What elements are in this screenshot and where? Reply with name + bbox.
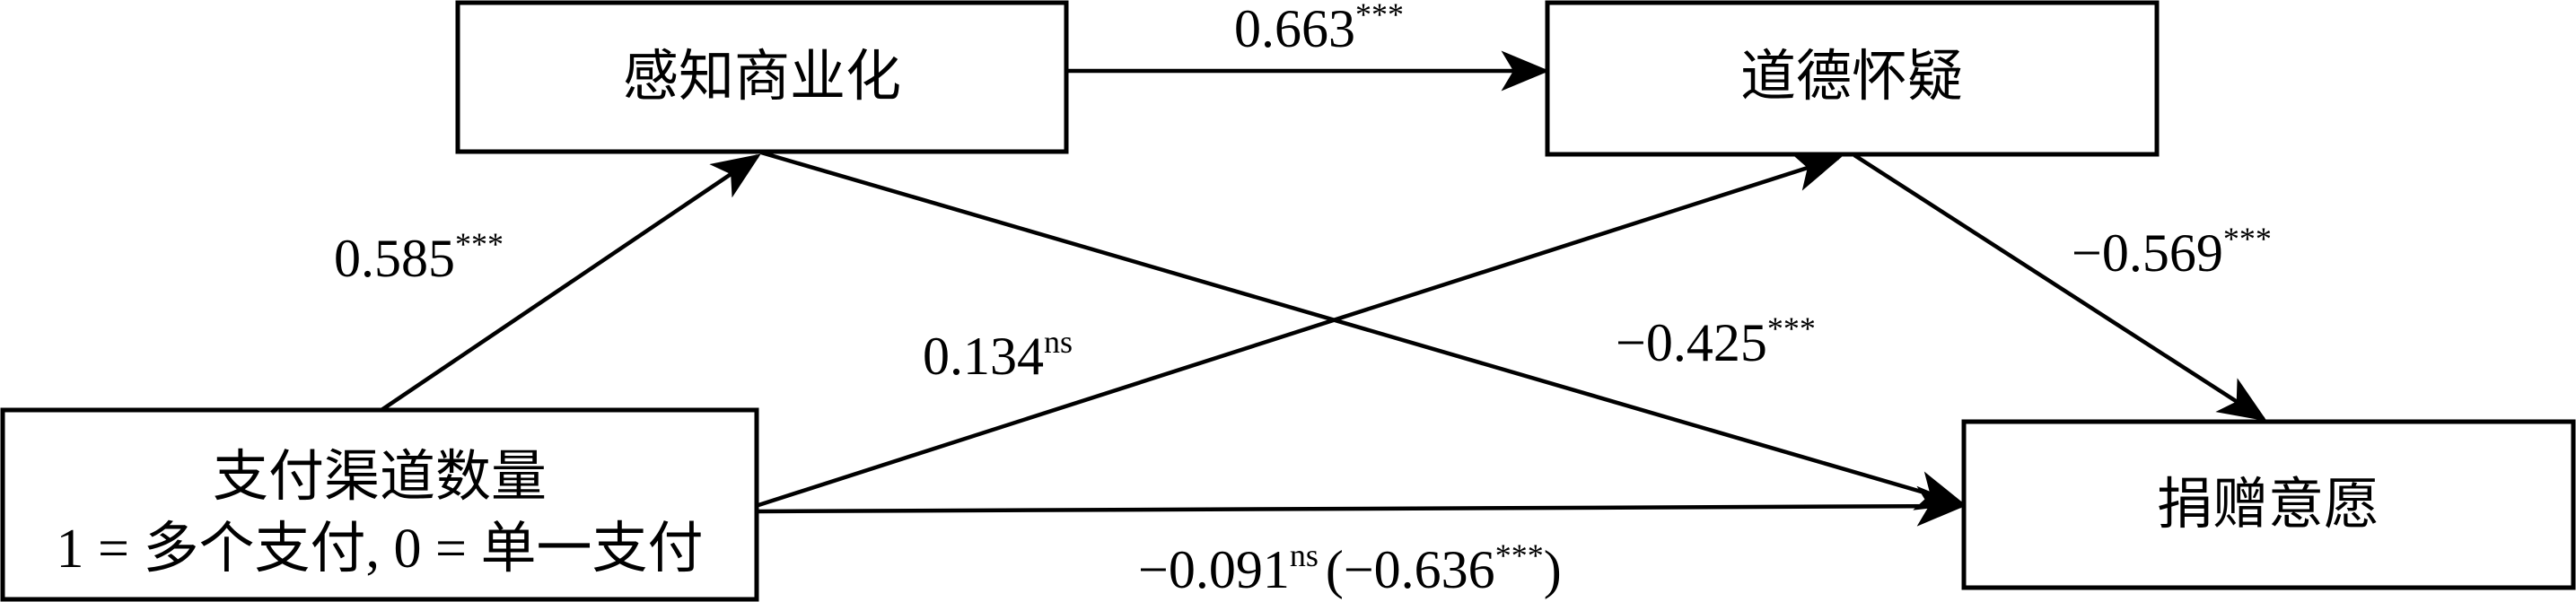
coef-a1: 0.585***: [334, 226, 504, 288]
node-label: 支付渠道数量: [213, 447, 547, 508]
node-donation-intention: 捐赠意愿: [1961, 419, 2576, 590]
node-sublabel: 1 = 多个支付, 0 = 单一支付: [57, 519, 704, 580]
coef-b2: −0.569***: [2072, 221, 2272, 283]
node-label: 感知商业化: [623, 47, 901, 108]
arrow-payment-to-donation: [758, 485, 1966, 527]
coef-a2: 0.134ns: [923, 324, 1073, 386]
coef-b1: −0.425***: [1616, 310, 1816, 372]
arrow-commercialization-to-donation: [760, 150, 1966, 510]
node-label: 道德怀疑: [1740, 47, 1963, 108]
node-perceived-commercialization: 感知商业化: [455, 0, 1069, 154]
arrow-payment-to-commercialization: [380, 153, 761, 412]
coef-d21: 0.663***: [1234, 0, 1404, 58]
node-payment-channels: 支付渠道数量 1 = 多个支付, 0 = 单一支付: [0, 407, 759, 602]
arrow-suspicion-to-donation: [1853, 153, 2267, 422]
node-label: 捐赠意愿: [2157, 475, 2379, 536]
arrow-payment-to-suspicion: [758, 152, 1843, 508]
coef-c-prime: −0.091ns(−0.636***): [1138, 537, 1562, 599]
node-moral-suspicion: 道德怀疑: [1545, 0, 2160, 157]
